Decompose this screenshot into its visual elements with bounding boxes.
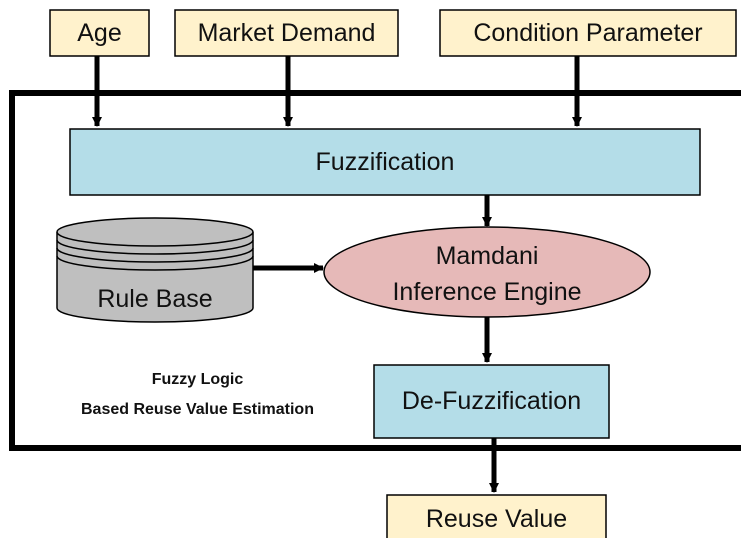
output-label-reuse-value: Reuse Value [425,504,568,533]
fuzzification-box [69,128,701,196]
system-label-line2: Based Reuse Value Estimation [81,401,314,418]
defuzzification-box [373,364,610,439]
input-box-market-demand [174,9,399,57]
input-label-market-demand: Market Demand [197,18,376,47]
input-label-age: Age [77,18,122,47]
inference-engine-label-line2: Inference Engine [392,277,582,306]
input-box-condition-parameter [439,9,737,57]
fuzzification-label: Fuzzification [315,147,455,176]
rule-base-database-icon [56,217,254,323]
output-box-reuse-value [386,494,607,538]
inference-engine-label-line1: Mamdani [435,241,539,270]
system-boundary [9,90,741,451]
rule-base-label: Rule Base [97,284,213,313]
system-label-line1: Fuzzy Logic [151,371,244,388]
defuzzification-label: De-Fuzzification [401,387,582,416]
input-label-condition-parameter: Condition Parameter [473,18,703,47]
